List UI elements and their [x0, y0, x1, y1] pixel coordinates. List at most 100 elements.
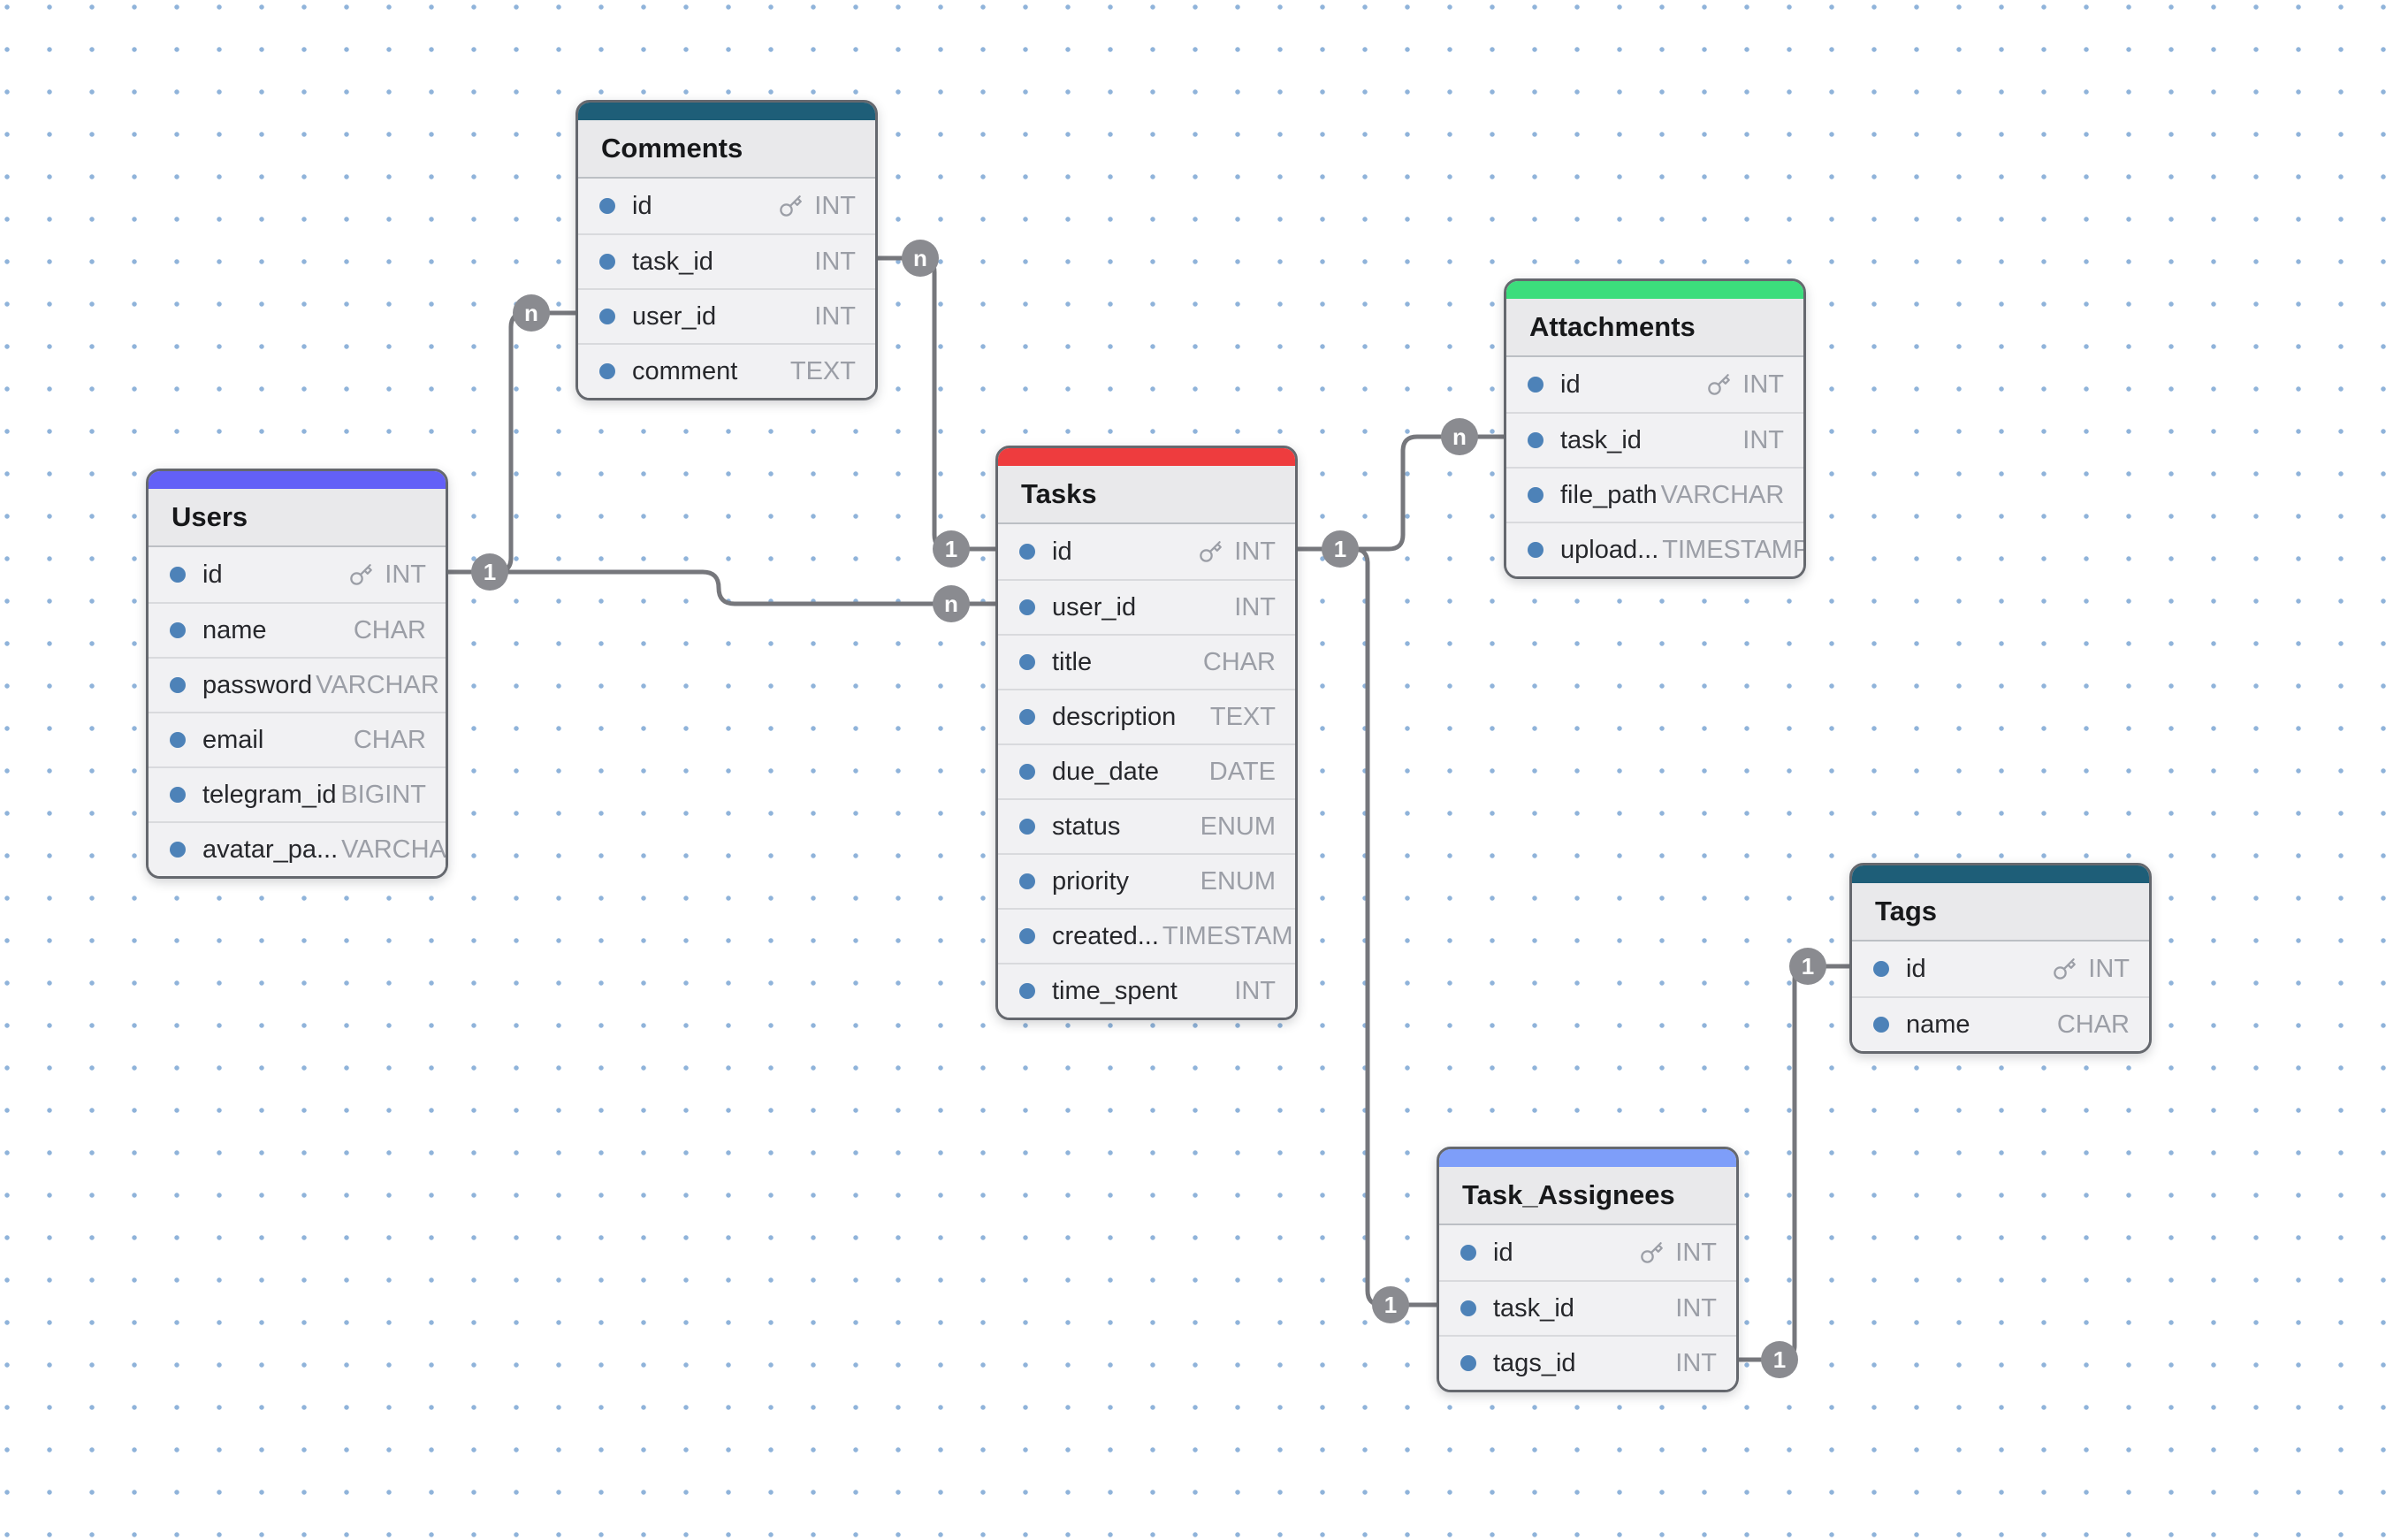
field-name: avatar_pa...: [202, 835, 339, 864]
field-type: ENUM: [1200, 812, 1276, 841]
field-name: task_id: [1560, 425, 1642, 454]
field-name: id: [202, 560, 223, 589]
field-dot-icon: [599, 363, 615, 379]
field-dot-icon: [1528, 377, 1544, 393]
field-name: tags_id: [1493, 1348, 1576, 1377]
field-dot-icon: [1019, 654, 1035, 670]
field-row-time_spent: time_spent INT: [998, 963, 1295, 1018]
field-name: id: [1906, 954, 1926, 983]
relationship-task_assignees_tags_id-tags_id[interactable]: [1734, 964, 1852, 1362]
field-row-id: id INT: [998, 524, 1295, 579]
field-dot-icon: [1019, 764, 1035, 780]
cardinality-marker-n-1: n: [513, 294, 550, 332]
field-name: created...: [1052, 921, 1159, 950]
table-accent-strip: [998, 448, 1295, 466]
field-name: comment: [632, 356, 738, 385]
field-row-id: id INT: [149, 547, 446, 602]
field-dot-icon: [1873, 961, 1889, 977]
field-name: time_spent: [1052, 976, 1178, 1005]
primary-key-icon: [1199, 540, 1223, 564]
field-name: email: [202, 725, 264, 754]
relationship-comments_task_id-tasks_id[interactable]: [873, 255, 998, 552]
field-row-comment: comment TEXT: [578, 343, 875, 398]
table-title: Tasks: [998, 466, 1295, 524]
field-dot-icon: [1019, 709, 1035, 725]
field-dot-icon: [170, 622, 186, 638]
field-name: status: [1052, 812, 1121, 841]
field-type: VARCHAR: [341, 835, 446, 864]
field-type: CHAR: [1202, 647, 1276, 676]
field-type: TEXT: [789, 356, 856, 385]
field-dot-icon: [170, 787, 186, 803]
field-name: task_id: [632, 247, 713, 276]
field-name: upload...: [1560, 535, 1659, 564]
field-type: BIGINT: [340, 780, 426, 809]
field-type: INT: [814, 301, 856, 331]
table-accent-strip: [149, 471, 446, 489]
field-name: title: [1052, 647, 1093, 676]
field-name: id: [632, 191, 652, 220]
field-dot-icon: [599, 254, 615, 270]
field-type: INT: [1234, 976, 1276, 1005]
field-type: VARCHAR: [1660, 480, 1785, 509]
field-name: description: [1052, 702, 1177, 731]
relationship-tasks_id-attachments_task_id[interactable]: [1295, 434, 1506, 552]
field-name: id: [1560, 370, 1581, 399]
relationship-users_id-comments_user_id[interactable]: [444, 310, 578, 575]
primary-key-icon: [2053, 957, 2077, 981]
table-accent-strip: [1506, 281, 1803, 299]
field-dot-icon: [1019, 544, 1035, 560]
field-type: TIMESTAMP: [1662, 535, 1806, 564]
relationship-users_id-tasks_user_id[interactable]: [444, 569, 998, 606]
field-row-title: title CHAR: [998, 634, 1295, 689]
field-dot-icon: [1460, 1355, 1476, 1371]
table-title: Task_Assignees: [1439, 1167, 1736, 1225]
field-type: CHAR: [353, 615, 426, 644]
field-name: id: [1052, 537, 1072, 566]
table-accent-strip: [1439, 1149, 1736, 1167]
table-title: Attachments: [1506, 299, 1803, 357]
field-dot-icon: [1528, 487, 1544, 503]
field-name: user_id: [632, 301, 717, 331]
primary-key-icon: [1707, 373, 1731, 397]
cardinality-marker-n-2: n: [933, 585, 970, 622]
table-title: Tags: [1852, 883, 2149, 942]
field-name: id: [1493, 1238, 1513, 1267]
field-dot-icon: [1019, 819, 1035, 835]
cardinality-marker-1-0: 1: [471, 553, 508, 591]
field-row-created...: created...TIMESTAMP: [998, 908, 1295, 963]
cardinality-marker-n-6: n: [1441, 418, 1478, 455]
table-accent-strip: [1852, 865, 2149, 883]
field-type: INT: [1234, 537, 1276, 566]
table-title: Users: [149, 489, 446, 547]
field-type: INT: [385, 560, 426, 589]
field-type: INT: [1742, 425, 1784, 454]
cardinality-marker-1-8: 1: [1761, 1341, 1798, 1378]
field-name: file_path: [1560, 480, 1658, 509]
field-dot-icon: [1528, 432, 1544, 448]
field-name: user_id: [1052, 592, 1137, 621]
cardinality-marker-1-4: 1: [933, 530, 970, 568]
field-dot-icon: [1460, 1245, 1476, 1261]
relationship-tasks_id-task_assignees_task_id[interactable]: [1295, 546, 1439, 1307]
